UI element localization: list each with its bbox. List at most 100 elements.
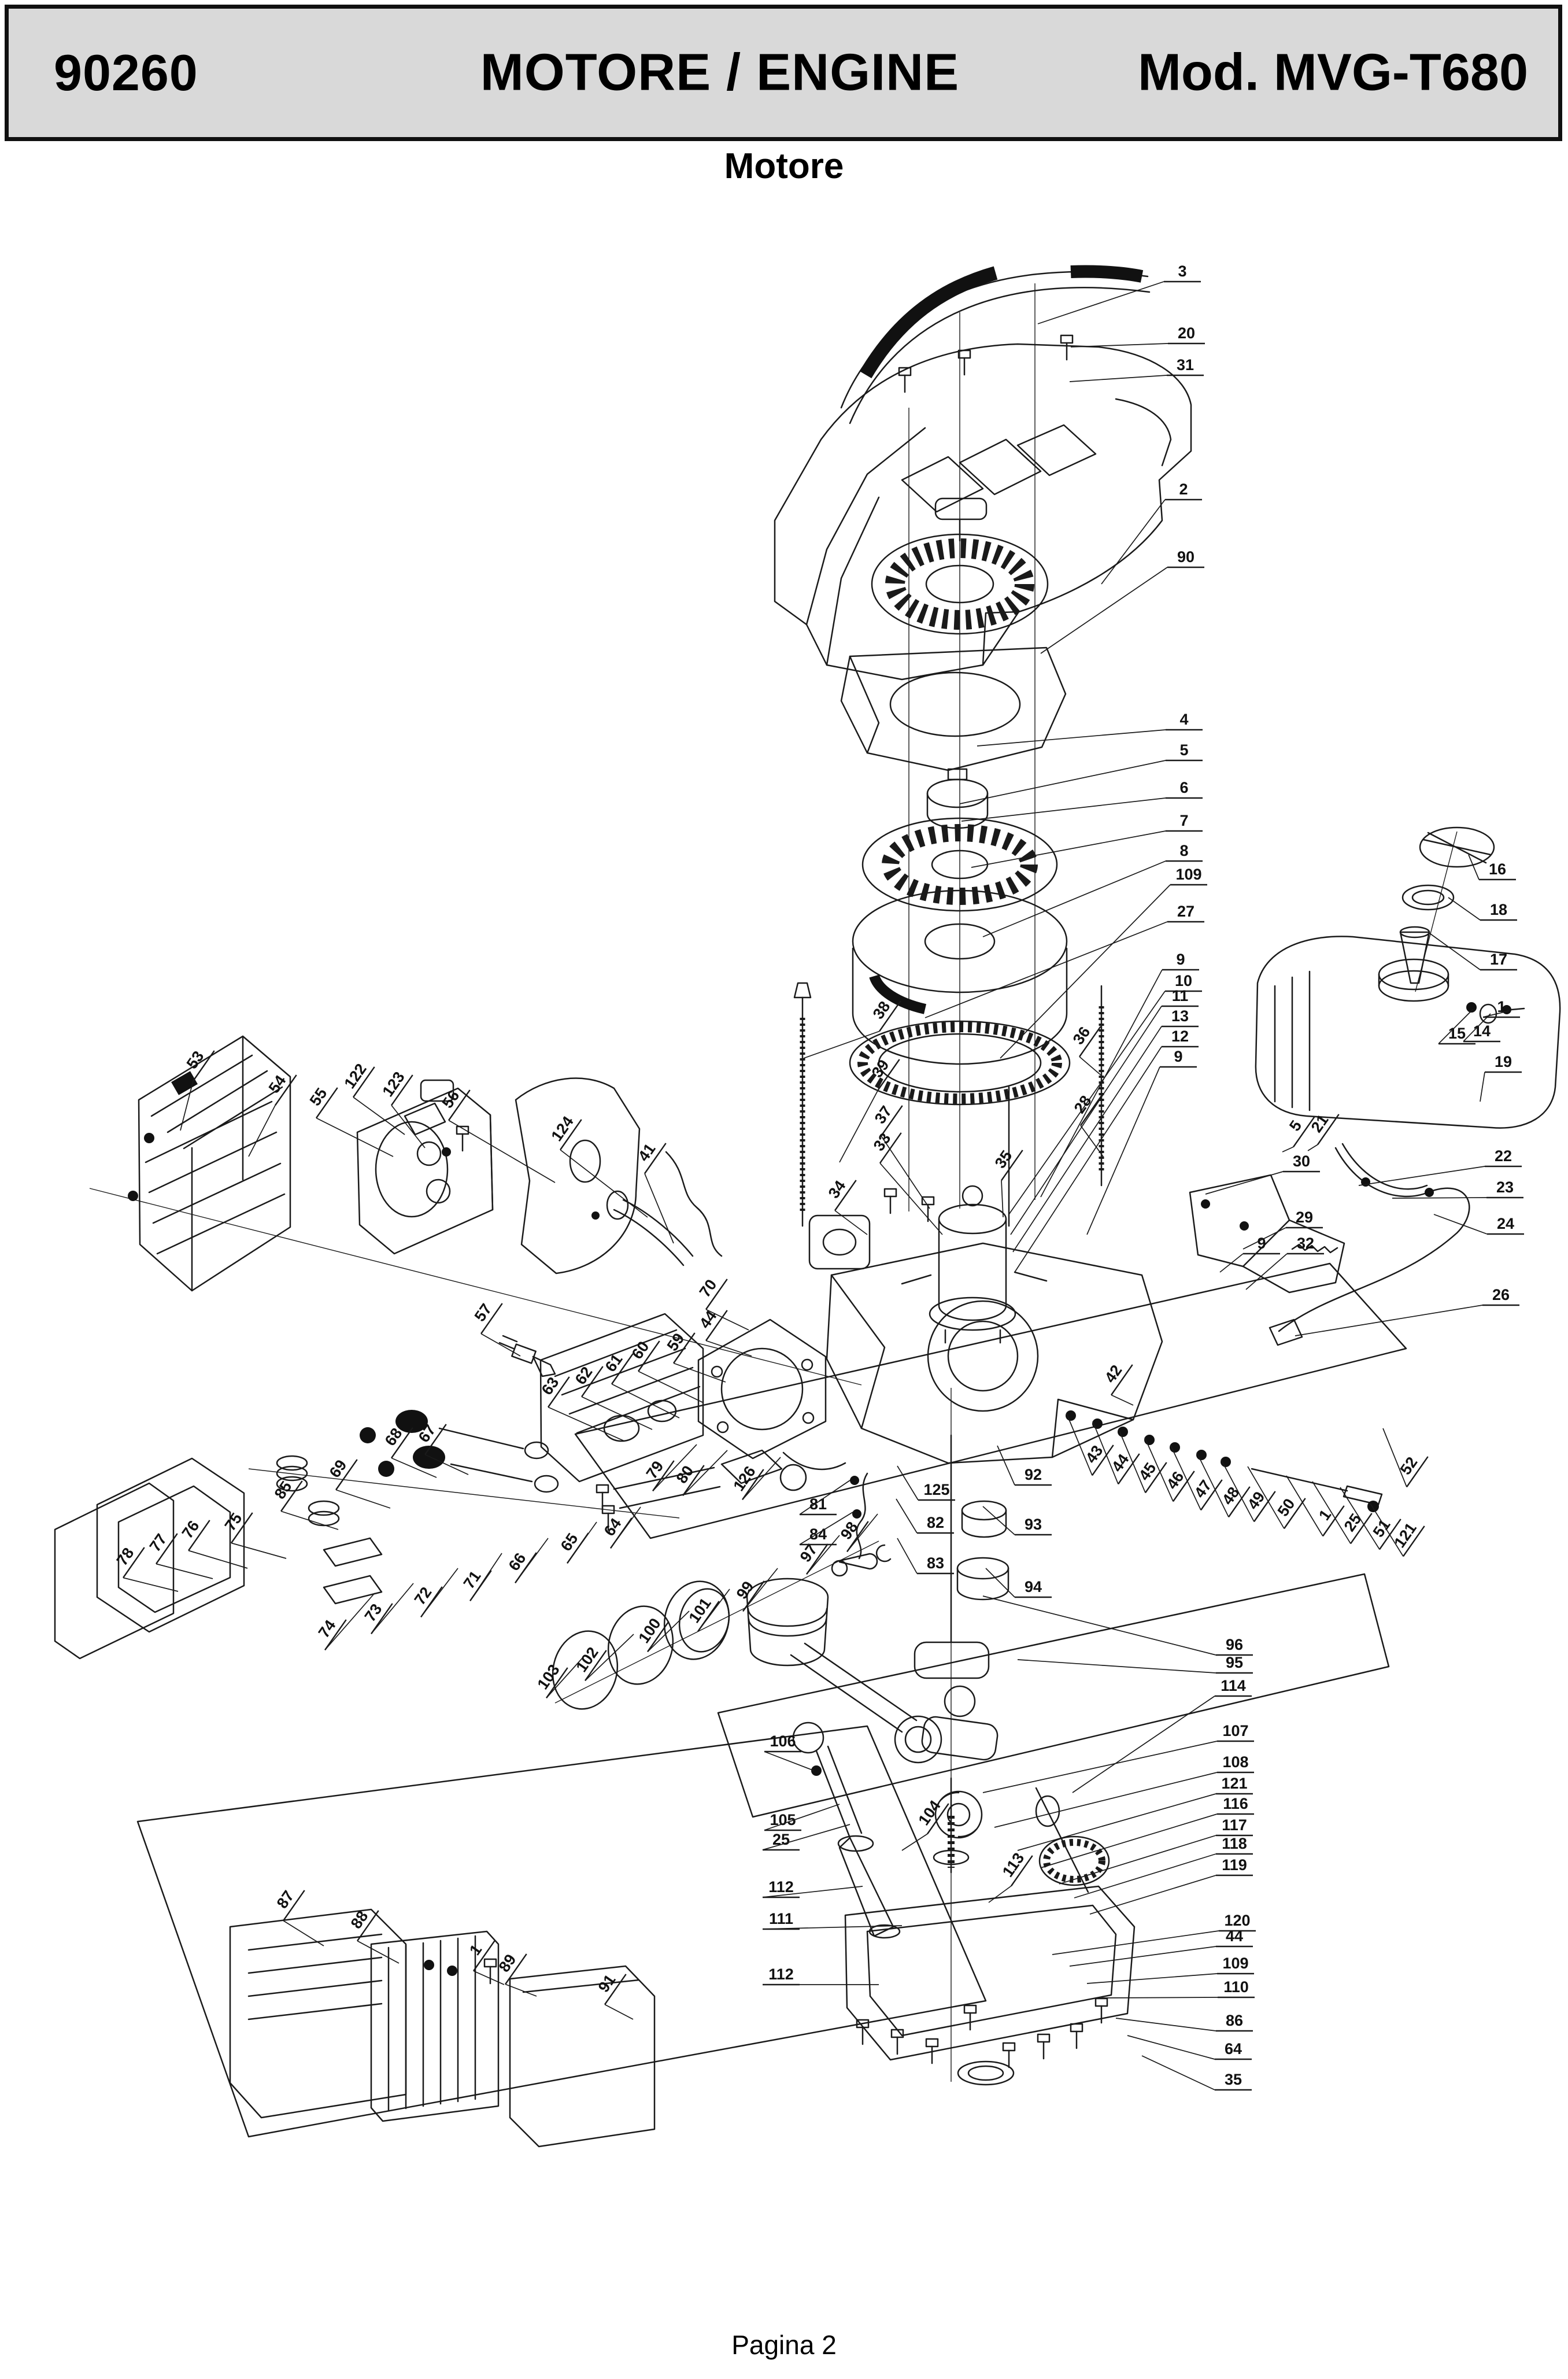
svg-text:65: 65 xyxy=(557,1530,582,1554)
part-label-15: 15 xyxy=(1438,1009,1475,1045)
oil-pan xyxy=(844,1885,1136,2086)
part-label-64: 64 xyxy=(1127,2035,1252,2060)
svg-text:117: 117 xyxy=(1222,1816,1247,1834)
part-label-3: 3 xyxy=(1037,263,1201,324)
svg-text:14: 14 xyxy=(1473,1022,1491,1040)
part-label-114: 114 xyxy=(1072,1677,1252,1793)
part-label-110: 110 xyxy=(1101,1978,1255,1998)
svg-text:111: 111 xyxy=(769,1910,793,1927)
svg-text:83: 83 xyxy=(927,1554,944,1572)
svg-text:42: 42 xyxy=(1101,1362,1126,1386)
part-label-82: 82 xyxy=(896,1498,954,1534)
svg-text:125: 125 xyxy=(923,1481,949,1498)
part-label-94: 94 xyxy=(985,1568,1052,1598)
spark-plug xyxy=(498,1335,556,1377)
svg-text:70: 70 xyxy=(696,1276,720,1301)
part-label-65: 65 xyxy=(557,1521,597,1564)
head-gasket xyxy=(697,1318,827,1460)
part-label-6: 6 xyxy=(961,779,1203,822)
part-label-124: 124 xyxy=(548,1113,648,1218)
svg-text:5: 5 xyxy=(1286,1117,1305,1135)
part-label-26: 26 xyxy=(1295,1286,1519,1336)
part-label-92: 92 xyxy=(997,1445,1052,1486)
muffler-guard xyxy=(128,1035,291,1292)
part-label-10: 10 xyxy=(1008,972,1202,1215)
connecting-rod xyxy=(790,1642,942,1764)
svg-text:18: 18 xyxy=(1490,901,1507,918)
svg-text:94: 94 xyxy=(1025,1578,1042,1595)
svg-text:11: 11 xyxy=(1172,987,1189,1004)
svg-text:120: 120 xyxy=(1224,1912,1250,1929)
svg-text:31: 31 xyxy=(1177,356,1194,374)
part-label-2: 2 xyxy=(1101,481,1202,585)
svg-text:121: 121 xyxy=(1221,1775,1247,1792)
part-label-25: 25 xyxy=(762,1824,850,1851)
part-label-106: 106 xyxy=(764,1732,815,1771)
svg-text:69: 69 xyxy=(326,1457,350,1481)
svg-text:121: 121 xyxy=(1391,1520,1419,1551)
svg-text:124: 124 xyxy=(548,1113,576,1144)
svg-text:96: 96 xyxy=(1226,1636,1243,1653)
svg-text:77: 77 xyxy=(146,1531,171,1555)
part-label-59: 59 xyxy=(664,1330,726,1383)
svg-text:106: 106 xyxy=(770,1732,796,1750)
model-number: Mod. MVG-T680 xyxy=(1137,43,1528,102)
svg-text:13: 13 xyxy=(1171,1007,1189,1025)
part-label-107: 107 xyxy=(982,1722,1254,1793)
exhaust-pipe xyxy=(606,1151,723,1266)
fuel-cap-assembly xyxy=(1399,826,1495,984)
svg-text:108: 108 xyxy=(1222,1753,1248,1771)
muffler xyxy=(356,1087,494,1255)
part-label-33: 33 xyxy=(870,1130,943,1235)
svg-text:66: 66 xyxy=(505,1550,530,1574)
part-label-18: 18 xyxy=(1448,897,1517,921)
part-label-60: 60 xyxy=(628,1338,703,1403)
svg-text:12: 12 xyxy=(1171,1028,1189,1045)
svg-text:38: 38 xyxy=(870,998,894,1022)
part-label-96: 96 xyxy=(982,1595,1253,1656)
svg-text:91: 91 xyxy=(595,1971,619,1996)
svg-text:112: 112 xyxy=(768,1966,794,1983)
control-bracket xyxy=(1189,1174,1345,1294)
part-label-113: 113 xyxy=(988,1849,1033,1903)
part-label-24: 24 xyxy=(1433,1214,1524,1235)
part-label-117: 117 xyxy=(1059,1816,1253,1885)
svg-text:30: 30 xyxy=(1293,1152,1310,1170)
svg-text:57: 57 xyxy=(471,1301,495,1325)
svg-text:109: 109 xyxy=(1222,1955,1248,1972)
svg-text:84: 84 xyxy=(809,1525,827,1543)
part-label-118: 118 xyxy=(1074,1835,1253,1898)
svg-text:122: 122 xyxy=(341,1061,369,1092)
svg-text:71: 71 xyxy=(460,1568,485,1592)
part-label-80: 80 xyxy=(673,1450,728,1497)
part-label-120: 120 xyxy=(1052,1912,1256,1955)
starter-motor xyxy=(929,1185,1016,1344)
part-label-29: 29 xyxy=(1242,1209,1323,1250)
svg-text:107: 107 xyxy=(1222,1722,1248,1739)
engine-cover-handle xyxy=(840,265,1151,424)
svg-text:5: 5 xyxy=(1179,741,1188,759)
svg-text:27: 27 xyxy=(1177,903,1195,920)
part-label-35: 35 xyxy=(1141,2055,1252,2091)
svg-text:51: 51 xyxy=(1370,1516,1394,1541)
svg-text:29: 29 xyxy=(1296,1209,1313,1226)
part-label-34: 34 xyxy=(825,1177,868,1235)
part-label-84: 84 xyxy=(799,1512,853,1546)
svg-text:32: 32 xyxy=(1297,1235,1314,1252)
svg-text:35: 35 xyxy=(1225,2071,1242,2088)
camshaft xyxy=(1035,1787,1110,1893)
carburetor-cluster xyxy=(720,1449,846,1491)
svg-text:93: 93 xyxy=(1025,1516,1042,1533)
catalog-code: 90260 xyxy=(54,44,198,101)
svg-text:3: 3 xyxy=(1178,263,1186,280)
svg-text:101: 101 xyxy=(685,1595,714,1626)
part-label-8: 8 xyxy=(982,842,1203,937)
svg-text:60: 60 xyxy=(628,1338,653,1362)
svg-text:87: 87 xyxy=(273,1887,298,1912)
part-label-73: 73 xyxy=(361,1583,414,1635)
part-label-16: 16 xyxy=(1468,854,1516,881)
svg-text:113: 113 xyxy=(999,1849,1028,1880)
ignition-coil xyxy=(808,1188,935,1270)
svg-text:17: 17 xyxy=(1490,951,1507,968)
